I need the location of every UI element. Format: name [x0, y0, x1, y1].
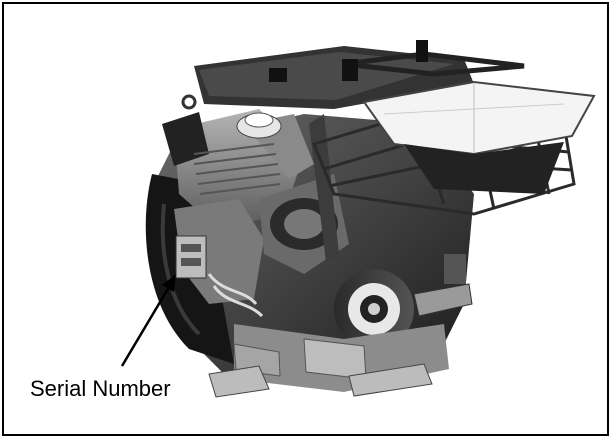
arrowhead-icon: [162, 274, 176, 292]
engine-illustration-icon: [120, 40, 596, 398]
serial-number-label: Serial Number: [30, 376, 171, 401]
callout-arrow: [120, 286, 171, 367]
